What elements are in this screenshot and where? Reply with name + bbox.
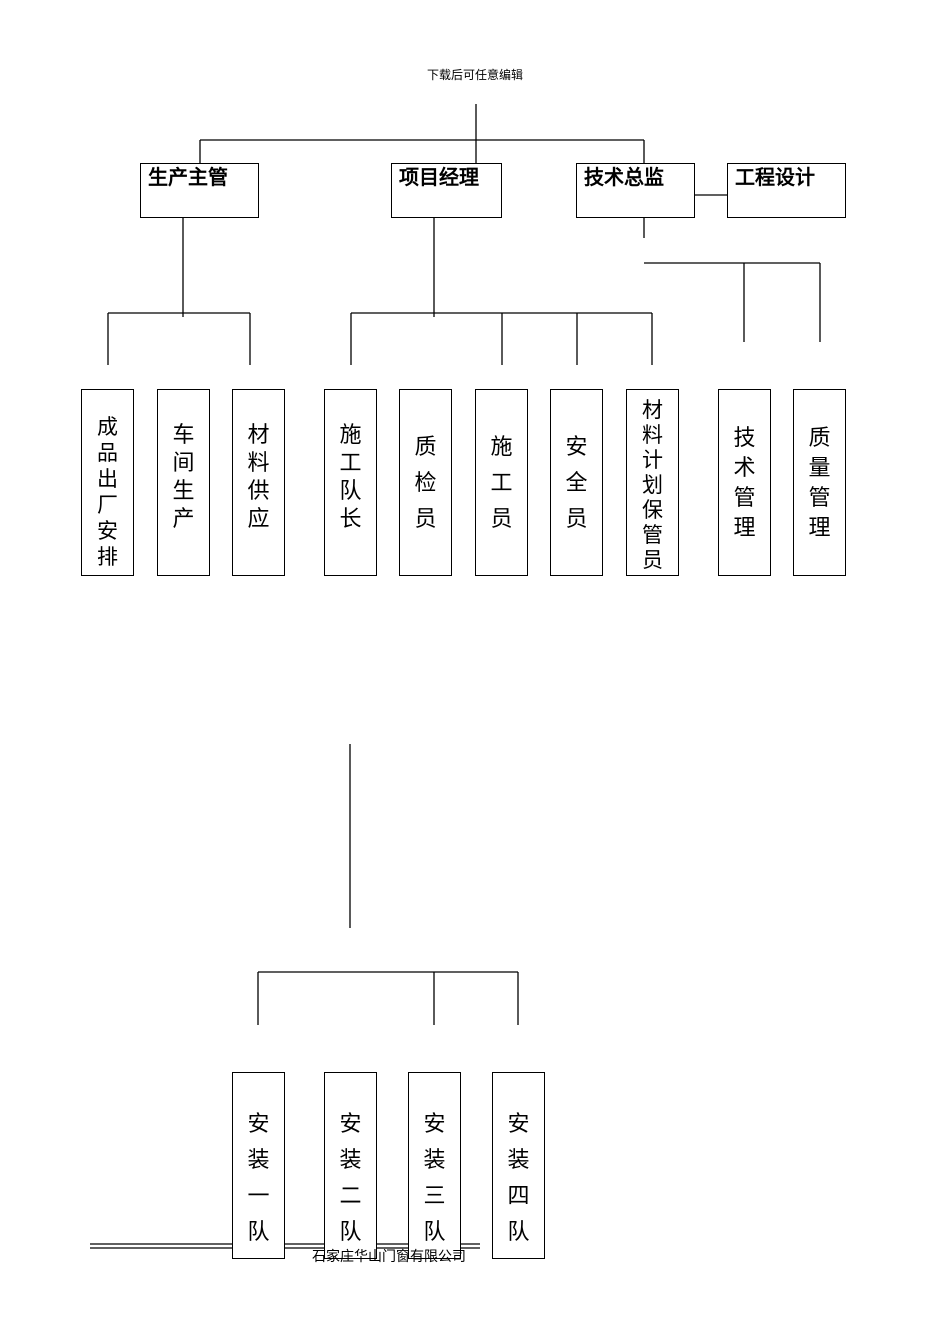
- project-team-box: 施工员: [475, 389, 528, 576]
- vertical-label-char: 安: [565, 435, 588, 460]
- vertical-label-char: 长: [339, 507, 362, 532]
- vertical-label-char: 成: [97, 415, 118, 439]
- vertical-label-char: 一: [247, 1184, 270, 1209]
- vertical-label-char: 理: [808, 516, 831, 541]
- vertical-label-char: 安: [97, 519, 118, 543]
- vertical-label-char: 厂: [97, 493, 118, 517]
- vertical-label-char: 管: [808, 486, 831, 511]
- vertical-label-char: 应: [247, 507, 270, 532]
- vertical-label-char: 供: [247, 479, 270, 504]
- project-manager-box: 项目经理: [391, 163, 502, 218]
- production-team-label: 车间生产: [158, 422, 209, 534]
- project-team-box: 质检员: [399, 389, 452, 576]
- project-team-box: 施工队长: [324, 389, 377, 576]
- vertical-label-char: 料: [247, 451, 270, 476]
- vertical-label-char: 装: [507, 1148, 530, 1173]
- vertical-label-char: 产: [172, 507, 195, 532]
- install-team-box: 安装二队: [324, 1072, 377, 1259]
- vertical-label-char: 施: [339, 423, 362, 448]
- vertical-label-char: 装: [339, 1148, 362, 1173]
- vertical-label-char: 装: [247, 1148, 270, 1173]
- vertical-label-char: 质: [414, 435, 437, 460]
- production-team-box: 材料供应: [232, 389, 285, 576]
- vertical-label-char: 队: [339, 1220, 362, 1245]
- install-team-label: 安装四队: [493, 1107, 544, 1251]
- project-team-label: 安全员: [551, 430, 602, 538]
- install-team-box: 安装四队: [492, 1072, 545, 1259]
- vertical-label-char: 出: [97, 467, 118, 491]
- production-manager-box: 生产主管: [140, 163, 259, 218]
- page-header-note: 下载后可任意编辑: [426, 68, 523, 82]
- vertical-label-char: 全: [565, 471, 588, 496]
- vertical-label-char: 装: [423, 1148, 446, 1173]
- vertical-label-char: 划: [642, 473, 663, 497]
- vertical-label-char: 料: [642, 423, 663, 447]
- production-manager-label: 生产主管: [148, 165, 228, 189]
- production-team-box: 车间生产: [157, 389, 210, 576]
- project-manager-label: 项目经理: [399, 165, 479, 189]
- vertical-label-char: 检: [414, 471, 437, 496]
- vertical-label-char: 排: [97, 545, 118, 569]
- vertical-label-char: 二: [339, 1184, 362, 1209]
- vertical-label-char: 员: [490, 507, 513, 532]
- project-team-label: 施工队长: [325, 422, 376, 534]
- production-team-box: 成品出厂安排: [81, 389, 134, 576]
- engineering-design-label: 工程设计: [735, 165, 815, 189]
- production-team-label: 成品出厂安排: [82, 414, 133, 570]
- vertical-label-char: 管: [642, 523, 663, 547]
- install-team-label: 安装三队: [409, 1107, 460, 1251]
- vertical-label-char: 生: [172, 479, 195, 504]
- project-team-box: 安全员: [550, 389, 603, 576]
- vertical-label-char: 理: [733, 516, 756, 541]
- vertical-label-char: 安: [423, 1112, 446, 1137]
- vertical-label-char: 队: [339, 479, 362, 504]
- vertical-label-char: 技: [733, 426, 756, 451]
- vertical-label-char: 安: [339, 1112, 362, 1137]
- vertical-label-char: 队: [423, 1220, 446, 1245]
- project-team-box: 材料计划保管员: [626, 389, 679, 576]
- tech-team-label: 质量管理: [794, 424, 845, 544]
- vertical-label-char: 量: [808, 456, 831, 481]
- vertical-label-char: 车: [172, 423, 195, 448]
- project-team-label: 质检员: [400, 430, 451, 538]
- vertical-label-char: 工: [490, 471, 513, 496]
- vertical-label-char: 间: [172, 451, 195, 476]
- vertical-label-char: 四: [507, 1184, 530, 1209]
- vertical-label-char: 质: [808, 426, 831, 451]
- install-team-label: 安装二队: [325, 1107, 376, 1251]
- install-team-label: 安装一队: [233, 1107, 284, 1251]
- production-team-label: 材料供应: [233, 422, 284, 534]
- vertical-label-char: 计: [642, 448, 663, 472]
- vertical-label-char: 工: [339, 451, 362, 476]
- vertical-label-char: 安: [507, 1112, 530, 1137]
- vertical-label-char: 术: [733, 456, 756, 481]
- project-team-label: 材料计划保管员: [627, 398, 678, 573]
- vertical-label-char: 施: [490, 435, 513, 460]
- vertical-label-char: 品: [97, 441, 118, 465]
- engineering-design-box: 工程设计: [727, 163, 846, 218]
- vertical-label-char: 三: [423, 1184, 446, 1209]
- vertical-label-char: 材: [247, 423, 270, 448]
- tech-team-box: 质量管理: [793, 389, 846, 576]
- vertical-label-char: 员: [414, 507, 437, 532]
- vertical-label-char: 安: [247, 1112, 270, 1137]
- install-team-box: 安装一队: [232, 1072, 285, 1259]
- technical-director-box: 技术总监: [576, 163, 695, 218]
- vertical-label-char: 管: [733, 486, 756, 511]
- technical-director-label: 技术总监: [584, 165, 664, 189]
- company-footer: 石家庄华山门窗有限公司: [312, 1249, 466, 1265]
- tech-team-box: 技术管理: [718, 389, 771, 576]
- vertical-label-char: 员: [642, 548, 663, 572]
- vertical-label-char: 材: [642, 398, 663, 422]
- vertical-label-char: 队: [507, 1220, 530, 1245]
- vertical-label-char: 员: [565, 507, 588, 532]
- vertical-label-char: 队: [247, 1220, 270, 1245]
- vertical-label-char: 保: [642, 498, 663, 522]
- project-team-label: 施工员: [476, 430, 527, 538]
- install-team-box: 安装三队: [408, 1072, 461, 1259]
- tech-team-label: 技术管理: [719, 424, 770, 544]
